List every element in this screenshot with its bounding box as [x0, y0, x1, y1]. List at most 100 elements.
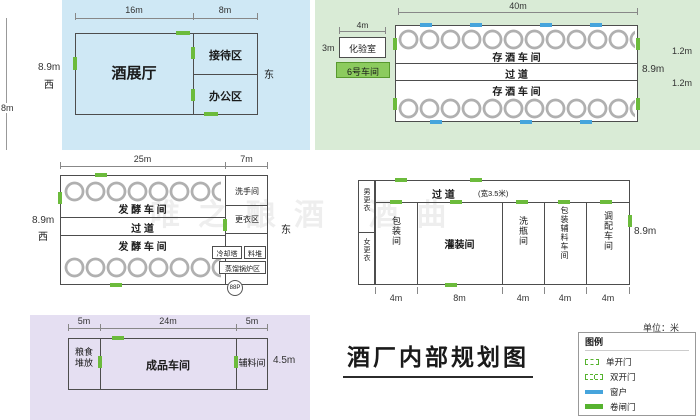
exhibition-panel-bg — [62, 0, 310, 150]
door-marker — [95, 173, 107, 177]
door-marker — [58, 192, 62, 204]
dimension-label: 4m — [558, 293, 572, 303]
room-label-washroom: 洗手间 — [235, 187, 259, 196]
dimension-tick — [267, 162, 268, 169]
double-door-icon — [585, 373, 603, 380]
room-label-hall: 酒展厅 — [111, 65, 157, 82]
boiler-outline — [219, 261, 266, 274]
legend-item-label: 单开门 — [606, 356, 632, 367]
dimension-tick — [267, 324, 268, 331]
room-label-ferment-bottom: 发 酵 车 间 — [118, 242, 167, 253]
door-marker — [636, 98, 640, 110]
wall — [193, 74, 258, 75]
legend-unit: 单位：米 — [643, 323, 680, 333]
tank-row — [398, 28, 635, 50]
dimension-label: 4m — [516, 293, 530, 303]
room-label-aisle: 过 道 — [432, 190, 455, 201]
legend-header: 图例 — [585, 335, 689, 351]
dimension-label: 8.9m — [38, 62, 61, 73]
dimension-tick — [100, 324, 101, 331]
room-label-store-top: 存 酒 车 间 — [492, 53, 541, 64]
dimension-line — [398, 12, 638, 13]
dimension-tick — [398, 8, 399, 15]
door-marker — [176, 31, 190, 35]
room-label-blending: 调配车间 — [603, 211, 613, 251]
dimension-label: 8.9m — [32, 215, 55, 226]
finished-panel-bg — [30, 315, 310, 420]
room-label-reception: 接待区 — [209, 50, 242, 62]
window-marker — [420, 23, 432, 27]
dimension-line — [75, 18, 258, 19]
roller-door-icon — [585, 404, 603, 409]
window-marker — [540, 23, 552, 27]
dimension-label: 3m — [322, 43, 335, 53]
wall — [417, 202, 418, 285]
dimension-tick — [193, 13, 194, 20]
wall — [395, 63, 638, 64]
window-icon — [585, 389, 603, 394]
legend-item: 单开门 — [585, 354, 689, 369]
room-label-boiler: 蒸馏锅炉区 — [225, 266, 260, 273]
dimension-label: 8m — [453, 293, 466, 303]
dimension-label: 8.9m — [642, 64, 665, 75]
dimension-tick — [629, 287, 630, 294]
dimension-label: 5m — [245, 316, 259, 326]
dimension-label: 8.9m — [634, 226, 657, 237]
legend-item-label: 双开门 — [610, 371, 636, 382]
legend: 图例 单开门 双开门 窗户 卷闸门 — [578, 332, 696, 416]
dimension-tick — [375, 287, 376, 294]
room-label-women-changing: 女更衣 — [363, 238, 370, 262]
workshop6-chip — [336, 62, 390, 78]
tank-row — [64, 180, 221, 202]
dimension-tick — [417, 287, 418, 294]
room-label-aisle: 过 道 — [505, 70, 528, 81]
page-title: 酒厂内部规划图 — [343, 338, 533, 378]
room-label-aisle: 过 道 — [131, 224, 154, 235]
door-marker — [73, 57, 77, 70]
room-label-auxiliary: 辅料间 — [238, 358, 266, 368]
dimension-tick — [586, 287, 587, 294]
cooling-tower-outline — [212, 246, 242, 259]
room-label-men-changing: 男更衣 — [363, 188, 370, 212]
door-marker — [223, 219, 227, 231]
legend-item: 双开门 — [585, 369, 689, 384]
door-marker — [558, 200, 570, 204]
room-label-filling: 灌装间 — [444, 240, 475, 251]
door-marker — [636, 38, 640, 50]
room-label-office: 办公区 — [209, 91, 242, 103]
room-label-grain: 粮食 堆放 — [74, 347, 93, 369]
window-marker — [470, 23, 482, 27]
dimension-label: 4.5m — [273, 355, 296, 366]
dimension-line — [60, 166, 268, 167]
window-marker — [580, 120, 592, 124]
dimension-label: 1.2m — [672, 78, 693, 88]
door-marker — [112, 336, 124, 340]
room-label-bottle-washing: 洗瓶间 — [518, 216, 528, 246]
door-marker — [450, 200, 462, 204]
window-marker — [520, 120, 532, 124]
wall — [358, 232, 375, 233]
legend-item: 窗户 — [585, 384, 689, 399]
compass-east: 东 — [264, 70, 274, 81]
door-marker — [600, 200, 612, 204]
fermentation-outline — [60, 175, 268, 285]
dimension-tick — [60, 162, 61, 169]
room-label-cooling: 冷却塔 — [216, 251, 238, 258]
door-marker — [395, 178, 407, 182]
legend-item-label: 卷闸门 — [610, 401, 636, 412]
dimension-label: 24m — [159, 316, 177, 326]
wall — [225, 233, 268, 234]
wall — [586, 202, 587, 285]
dimension-label: 8m — [0, 103, 15, 113]
dimension-label: 4m — [389, 293, 403, 303]
wall — [225, 205, 268, 206]
room-label-pack-material: 包装辅料车间 — [560, 206, 569, 260]
dimension-label: 4m — [601, 293, 615, 303]
door-marker — [445, 283, 457, 287]
finished-outline — [68, 338, 268, 390]
dimension-tick — [75, 13, 76, 20]
compass-east: 东 — [281, 225, 291, 236]
dimension-label: 4m — [356, 20, 369, 30]
door-marker — [470, 178, 482, 182]
dimension-tick — [502, 287, 503, 294]
